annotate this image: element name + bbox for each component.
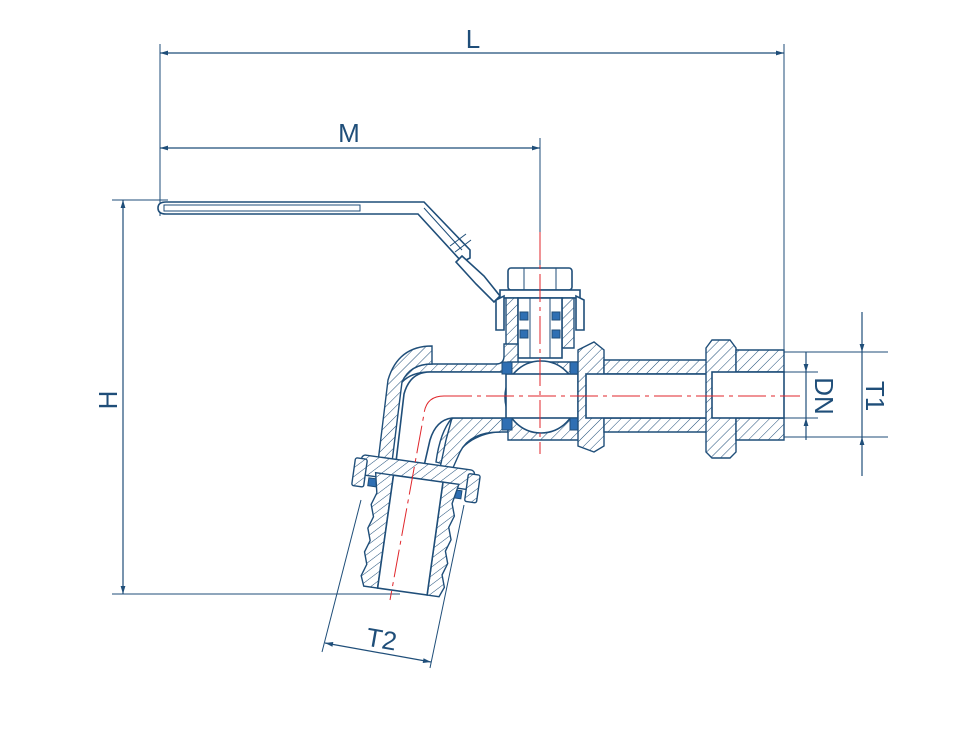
dimension-label-t2: T2 <box>364 622 399 657</box>
dimension-t1: T1 <box>784 312 890 476</box>
dimension-l: L <box>159 24 785 352</box>
dimension-label-dn: DN <box>809 377 839 415</box>
dimension-t2: T2 <box>321 499 465 669</box>
dimension-label-l: L <box>466 24 480 54</box>
lever-handle <box>157 201 502 304</box>
dimension-m: M <box>160 118 541 270</box>
hose-tail <box>351 454 481 598</box>
dimension-label-m: M <box>338 118 360 148</box>
outlet-connector <box>577 339 785 459</box>
ball <box>501 360 581 441</box>
dimension-label-t1: T1 <box>860 381 890 411</box>
centerlines <box>389 232 800 601</box>
dimension-label-h: H <box>93 391 123 410</box>
dimension-h: H <box>93 199 400 595</box>
